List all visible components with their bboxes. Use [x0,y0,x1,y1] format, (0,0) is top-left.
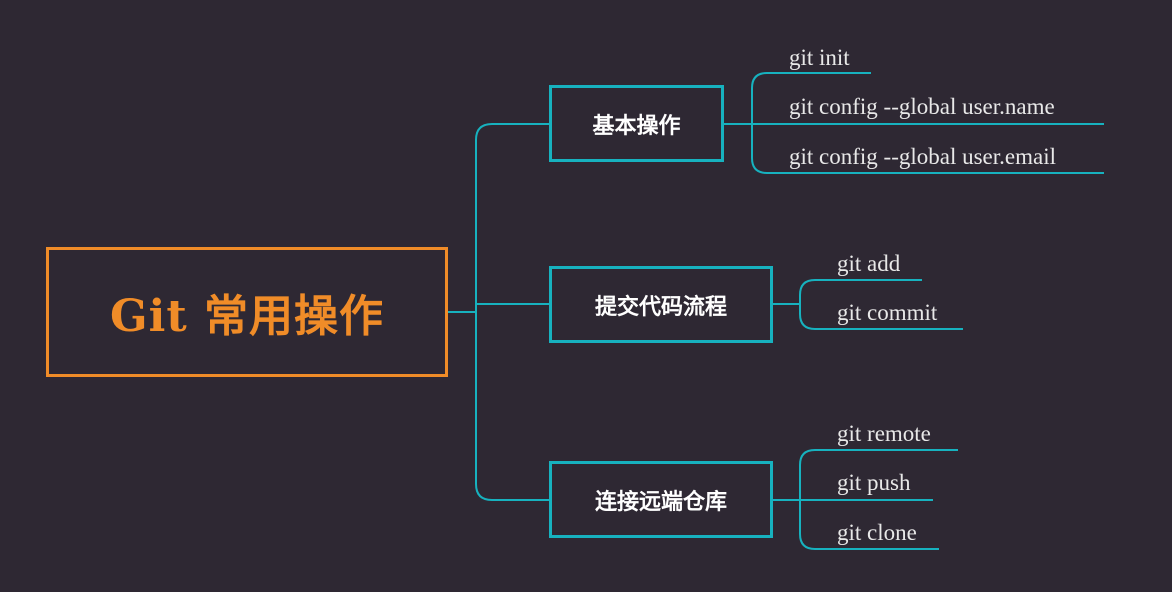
leaf-git-commit: git commit [837,300,938,325]
leaf-line-git-commit [799,304,963,330]
branch-node-basic-ops: 基本操作 [549,85,724,162]
leaf-line-user-email [751,124,1104,174]
trunk-connector [475,123,549,501]
leaf-line-git-clone [799,500,939,550]
root-node: Git 常用操作 [46,247,448,377]
leaf-git-config-user-email: git config --global user.email [789,144,1056,169]
branch-node-remote-repo: 连接远端仓库 [549,461,773,538]
branch-label: 连接远端仓库 [594,489,727,515]
branch-label: 基本操作 [592,113,681,139]
leaf-git-add: git add [837,251,901,276]
leaf-git-clone: git clone [837,520,917,545]
leaf-line-git-remote [799,449,958,500]
branch-node-commit-flow: 提交代码流程 [549,266,773,343]
leaf-line-git-init [751,72,871,124]
leaf-git-config-user-name: git config --global user.name [789,94,1055,119]
root-label: Git 常用操作 [110,291,384,342]
leaf-git-remote: git remote [837,421,931,446]
leaf-line-git-add [799,279,922,304]
leaf-git-init: git init [789,45,850,70]
branch-label: 提交代码流程 [594,294,727,320]
leaf-git-push: git push [837,470,911,495]
